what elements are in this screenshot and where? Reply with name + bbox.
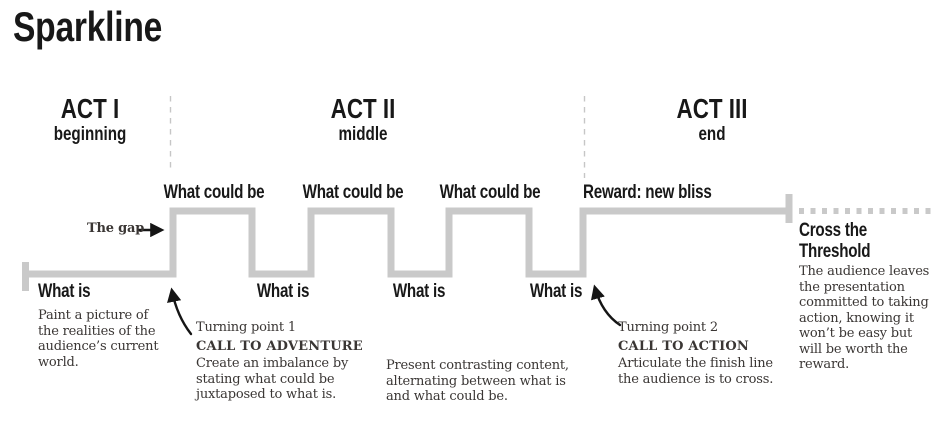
what-is-label: What is <box>529 281 583 302</box>
act-2-header: ACT II middle <box>331 94 396 146</box>
what-could-be-label: What could be <box>163 182 265 203</box>
turning-point-2-block: Turning point 2 CALL TO ACTION Articulat… <box>618 320 773 387</box>
what-could-be-label: What could be <box>439 182 541 203</box>
page-title: Sparkline <box>13 3 163 50</box>
act-3-header: ACT III end <box>677 94 748 146</box>
turning-point-2-arrow <box>590 284 622 327</box>
act-1-name: ACT I <box>60 93 120 124</box>
what-is-label: What is <box>256 281 310 302</box>
what-is-label: What is <box>38 281 91 302</box>
call-to-adventure-label: CALL TO ADVENTURE <box>196 338 363 354</box>
gap-label: The gap <box>87 221 145 236</box>
middle-description: Present contrasting content, alternating… <box>386 358 569 404</box>
turning-point-1-description: Create an imbalance by stating what coul… <box>196 356 349 402</box>
act-2-subtitle: middle <box>338 124 388 145</box>
act-3-subtitle: end <box>698 124 726 145</box>
reward-label: Reward: new bliss <box>583 182 712 203</box>
what-is-description: Paint a picture of the realities of the … <box>38 308 159 370</box>
threshold-description: The audience leaves the presentation com… <box>799 264 930 372</box>
turning-point-1-block: Turning point 1 CALL TO ADVENTURE Create… <box>196 320 363 403</box>
call-to-action-label: CALL TO ACTION <box>618 338 749 354</box>
what-is-label: What is <box>392 281 446 302</box>
threshold-heading: Cross the Threshold <box>799 220 871 262</box>
sparkline-path <box>25 207 786 278</box>
act-3-name: ACT III <box>676 93 748 124</box>
act-1-header: ACT I beginning <box>54 94 127 146</box>
act-1-subtitle: beginning <box>53 124 127 145</box>
act-2-name: ACT II <box>330 93 396 124</box>
turning-point-2-label: Turning point 2 <box>618 320 718 335</box>
turning-point-1-arrow <box>167 287 193 336</box>
turning-point-1-label: Turning point 1 <box>196 320 296 335</box>
what-could-be-label: What could be <box>302 182 404 203</box>
threshold-tick <box>785 194 793 223</box>
turning-point-2-description: Articulate the finish line the audience … <box>618 356 774 387</box>
